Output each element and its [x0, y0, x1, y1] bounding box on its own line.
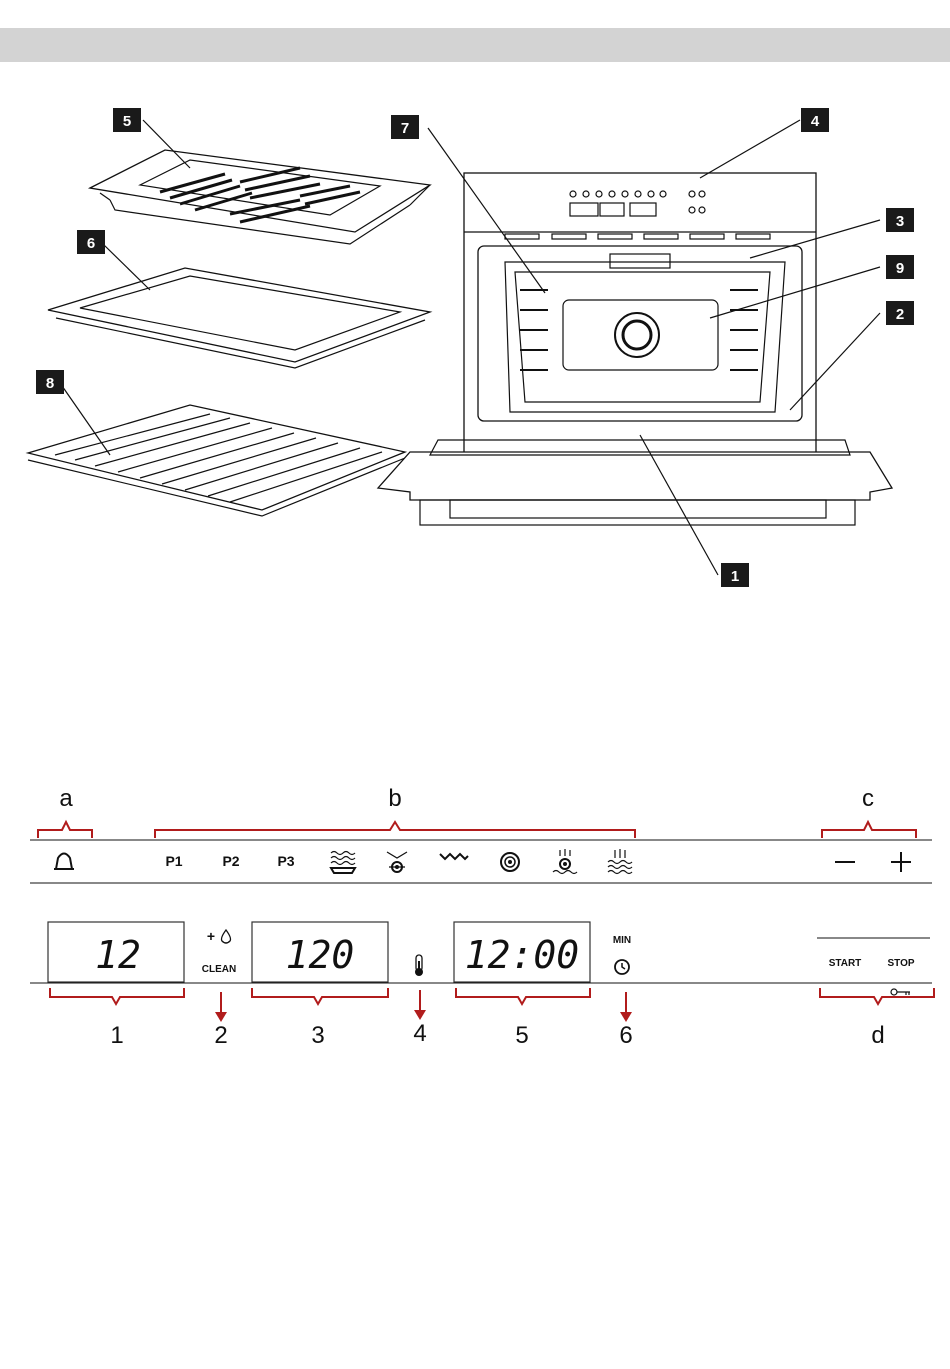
arrow-4: [414, 990, 426, 1020]
callout-8: 8: [36, 370, 64, 394]
callout-9: 9: [886, 255, 914, 279]
callout-5: 5: [113, 108, 141, 132]
tray-flat: [48, 268, 430, 368]
program-p3-button[interactable]: P3: [277, 853, 294, 869]
oven-diagram: 5 7 4 6 3 9 2 8 1: [0, 90, 950, 600]
label-1: 1: [110, 1022, 123, 1049]
thermometer-icon[interactable]: [415, 955, 423, 976]
callout-7-text: 7: [401, 120, 409, 137]
bracket-1: [50, 988, 184, 1004]
callout-1: 1: [721, 563, 749, 587]
label-2: 2: [214, 1022, 227, 1049]
callout-1-text: 1: [731, 568, 739, 585]
water-drop-icon[interactable]: [222, 930, 231, 943]
display-5-value: 12:00: [465, 933, 579, 977]
display-3-value: 120: [286, 933, 355, 977]
callout-4: 4: [801, 108, 829, 132]
arrow-2: [215, 992, 227, 1022]
grill-icon[interactable]: [440, 854, 468, 859]
min-label[interactable]: MIN: [613, 935, 631, 946]
fan-icon[interactable]: [501, 853, 519, 871]
callout-7: 7: [391, 115, 419, 139]
group-label-d: d: [871, 1022, 884, 1049]
bracket-5: [456, 988, 590, 1004]
key-icon[interactable]: [891, 989, 910, 995]
label-3: 3: [311, 1022, 324, 1049]
callout-8-text: 8: [46, 375, 54, 392]
program-p1-button[interactable]: P1: [165, 853, 182, 869]
callout-5-text: 5: [123, 113, 131, 130]
tray-grill-insert: [90, 150, 430, 244]
arrow-6: [620, 992, 632, 1022]
bracket-d: [820, 988, 934, 1004]
group-label-b: b: [388, 785, 401, 812]
label-5: 5: [515, 1022, 528, 1049]
display-1-value: 12: [95, 933, 141, 977]
callout-2-text: 2: [896, 306, 904, 323]
program-p2-button[interactable]: P2: [222, 853, 239, 869]
steam-fan-icon[interactable]: [553, 849, 577, 874]
group-label-c: c: [862, 785, 874, 812]
wire-shelf: [28, 405, 405, 516]
label-4: 4: [413, 1020, 426, 1047]
control-panel-diagram: a b c P1 P2 P3: [0, 780, 950, 1060]
label-6: 6: [619, 1022, 632, 1049]
group-label-a: a: [59, 785, 73, 812]
header-bar: [0, 28, 950, 62]
callout-3-text: 3: [896, 213, 904, 230]
callout-3: 3: [886, 208, 914, 232]
clean-button[interactable]: CLEAN: [202, 964, 236, 975]
callout-6: 6: [77, 230, 105, 254]
bracket-a: [38, 822, 92, 838]
fan-defrost-icon[interactable]: [387, 852, 407, 872]
bracket-b: [155, 822, 635, 838]
clean-plus-text[interactable]: +: [207, 928, 215, 944]
bell-icon[interactable]: [54, 854, 74, 870]
bracket-c: [822, 822, 916, 838]
callout-6-text: 6: [87, 235, 95, 252]
start-button[interactable]: START: [829, 958, 862, 969]
steam-icon[interactable]: [608, 849, 632, 874]
bracket-3: [252, 988, 388, 1004]
steam-tray-icon[interactable]: [331, 852, 355, 874]
clock-icon[interactable]: [615, 960, 629, 974]
callout-4-text: 4: [811, 113, 820, 130]
callout-2: 2: [886, 301, 914, 325]
plus-icon[interactable]: [891, 852, 911, 872]
stop-button[interactable]: STOP: [887, 958, 914, 969]
oven: [378, 173, 892, 525]
callout-9-text: 9: [896, 260, 904, 277]
